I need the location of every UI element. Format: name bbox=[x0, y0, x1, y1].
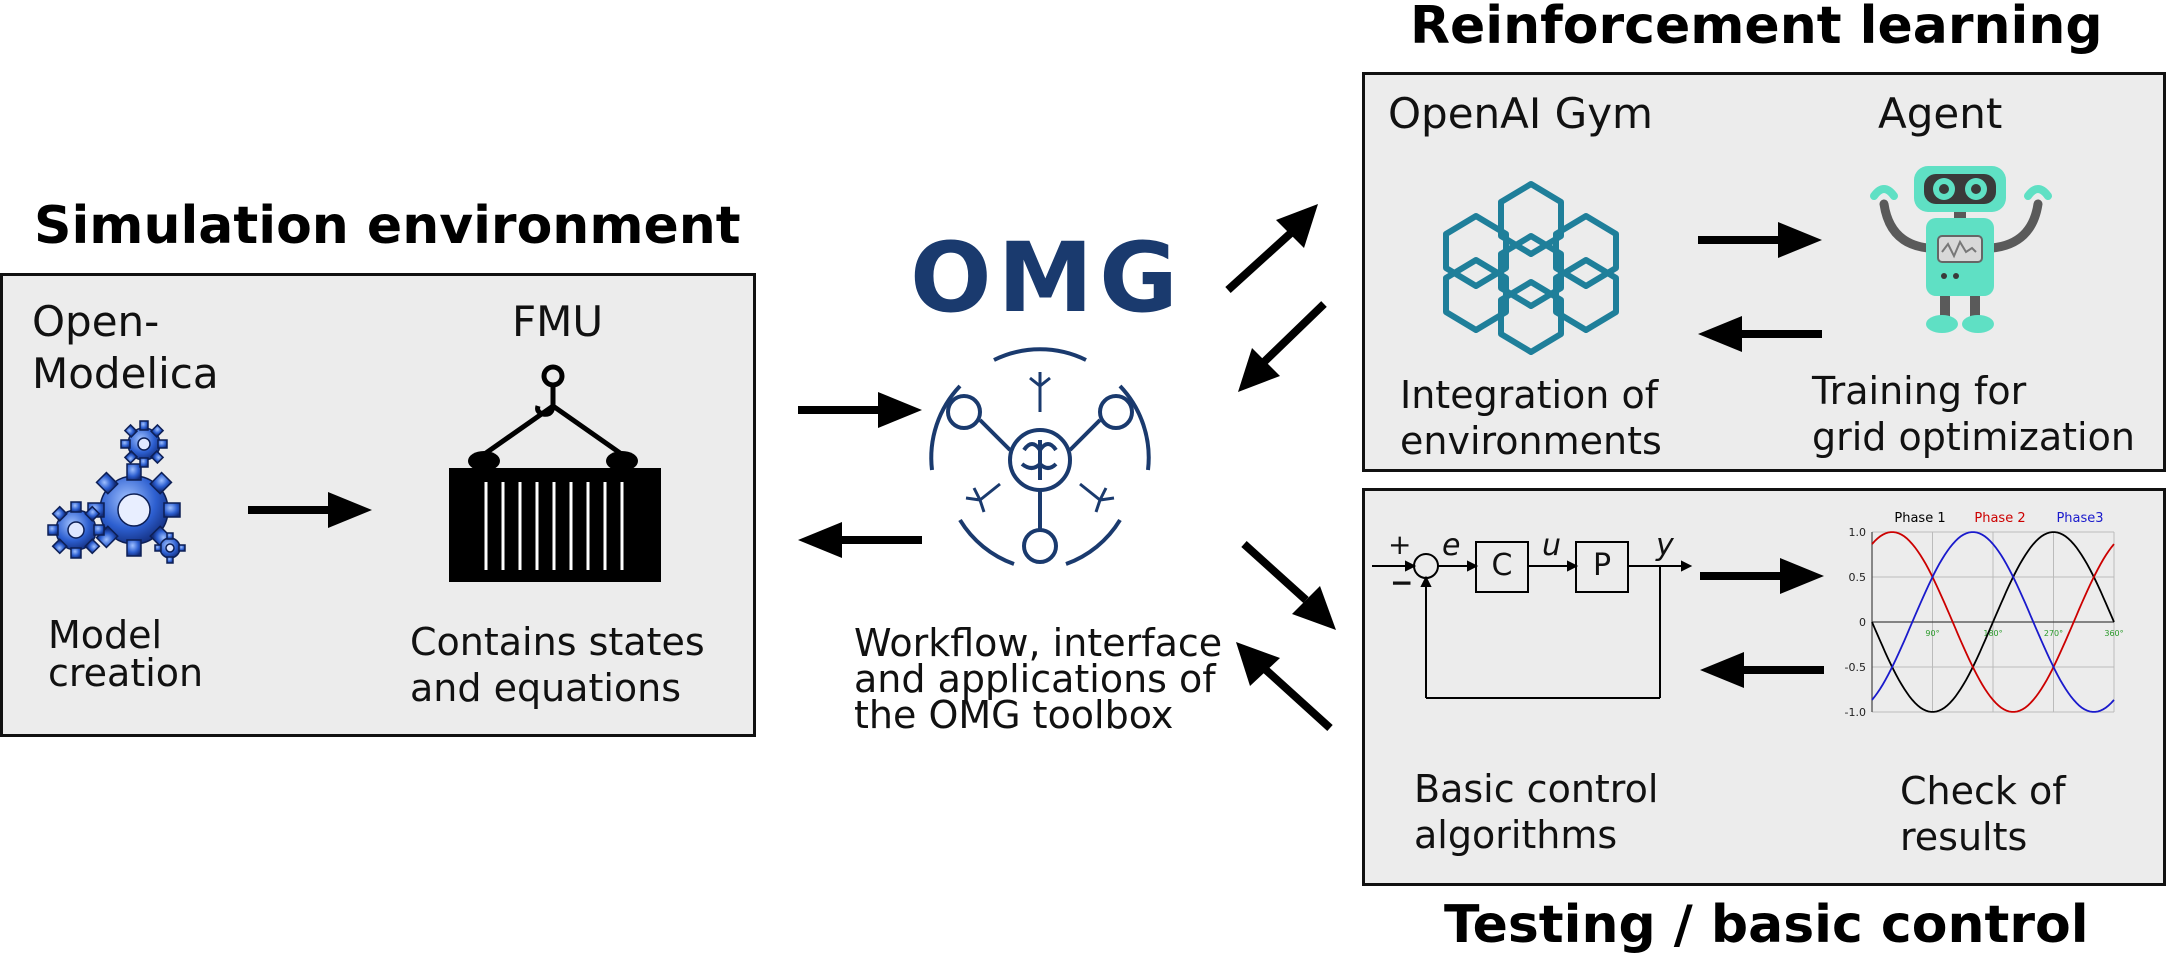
legend-label-2: Phase 2 bbox=[1974, 511, 2025, 526]
omg-caption-line3: the OMG toolbox bbox=[854, 693, 1174, 737]
arrow-from-agent-icon bbox=[1698, 316, 1822, 352]
testing-heading: Testing / basic control bbox=[1444, 895, 2089, 955]
y-tick-label: -0.5 bbox=[1845, 661, 1866, 674]
testing-panel bbox=[1362, 488, 2166, 886]
arrow-from-omg-icon bbox=[798, 522, 922, 558]
x-tick-label: 360° bbox=[2104, 629, 2123, 638]
gym-caption-line1: Integration of bbox=[1400, 373, 1659, 417]
x-tick-label: 180° bbox=[1983, 629, 2002, 638]
arrow-from-rl-icon bbox=[1238, 301, 1327, 392]
arrow-to-testing-icon bbox=[1241, 541, 1336, 630]
arrow-to-agent-icon bbox=[1698, 222, 1822, 258]
gears-icon bbox=[47, 420, 186, 564]
model-caption-line1: Model bbox=[48, 613, 163, 657]
signal-e-label: e bbox=[1442, 528, 1461, 563]
agent-label: Agent bbox=[1878, 89, 2003, 138]
simulation-heading: Simulation environment bbox=[34, 196, 741, 256]
x-tick-label: 90° bbox=[1925, 629, 1939, 638]
control-block-diagram bbox=[1372, 541, 1693, 699]
fmu-caption-line2: and equations bbox=[410, 666, 682, 710]
model-caption-line2: creation bbox=[48, 651, 204, 695]
omg-logo-icon bbox=[929, 347, 1151, 566]
results-caption-line1: Check of bbox=[1900, 769, 2066, 813]
y-tick-label: 0.5 bbox=[1849, 571, 1867, 584]
rl-heading: Reinforcement learning bbox=[1410, 0, 2103, 56]
openai-gym-icon bbox=[1443, 181, 1619, 355]
openmodelica-label-line2: Modelica bbox=[32, 349, 219, 398]
signal-u-label: u bbox=[1542, 528, 1562, 563]
arrow-from-testing-icon bbox=[1236, 642, 1333, 731]
fmu-caption-line1: Contains states bbox=[410, 620, 705, 664]
arrow-to-rl-icon bbox=[1225, 204, 1318, 293]
series-line-1 bbox=[1871, 531, 2115, 713]
legend-label-1: Phase 1 bbox=[1894, 511, 1945, 526]
arrow-to-omg-icon bbox=[798, 392, 922, 428]
arrow-right-icon bbox=[248, 492, 372, 528]
gym-label: OpenAI Gym bbox=[1388, 89, 1653, 138]
legend-label-3: Phase3 bbox=[2056, 511, 2103, 526]
gym-caption-line2: environments bbox=[1400, 419, 1662, 463]
plant-block: P bbox=[1592, 548, 1612, 583]
results-caption-line2: results bbox=[1900, 815, 2028, 859]
sum-minus-sign: − bbox=[1390, 566, 1414, 599]
y-tick-label: 1.0 bbox=[1849, 526, 1867, 539]
robot-agent-icon bbox=[1870, 166, 2052, 333]
y-tick-label: 0 bbox=[1859, 616, 1866, 629]
x-tick-label: 270° bbox=[2044, 629, 2063, 638]
container-icon bbox=[449, 364, 661, 582]
series-line-2 bbox=[1871, 531, 2115, 713]
agent-caption-line1: Training for bbox=[1812, 369, 2027, 413]
signal-y-label: y bbox=[1656, 528, 1674, 563]
controller-block: C bbox=[1491, 548, 1513, 583]
omg-caption-line2: and applications of bbox=[854, 657, 1216, 701]
agent-caption-line2: grid optimization bbox=[1812, 415, 2135, 459]
sum-plus-sign: + bbox=[1388, 528, 1412, 561]
fmu-label: FMU bbox=[512, 297, 604, 346]
three-phase-chart: 1.0 0.5 0 -0.5 -1.0 90° 180° 270° 360° Phase 1 Pha… bbox=[1845, 511, 2124, 719]
series-line-3 bbox=[1871, 531, 2115, 713]
y-tick-label: -1.0 bbox=[1845, 706, 1866, 719]
control-caption-line1: Basic control bbox=[1414, 767, 1659, 811]
arrow-from-results-icon bbox=[1700, 652, 1824, 688]
control-caption-line2: algorithms bbox=[1414, 813, 1618, 857]
openmodelica-label-line1: Open- bbox=[32, 297, 160, 346]
omg-title: OMG bbox=[910, 222, 1184, 334]
omg-caption-line1: Workflow, interface bbox=[854, 621, 1223, 665]
arrow-to-results-icon bbox=[1700, 558, 1824, 594]
